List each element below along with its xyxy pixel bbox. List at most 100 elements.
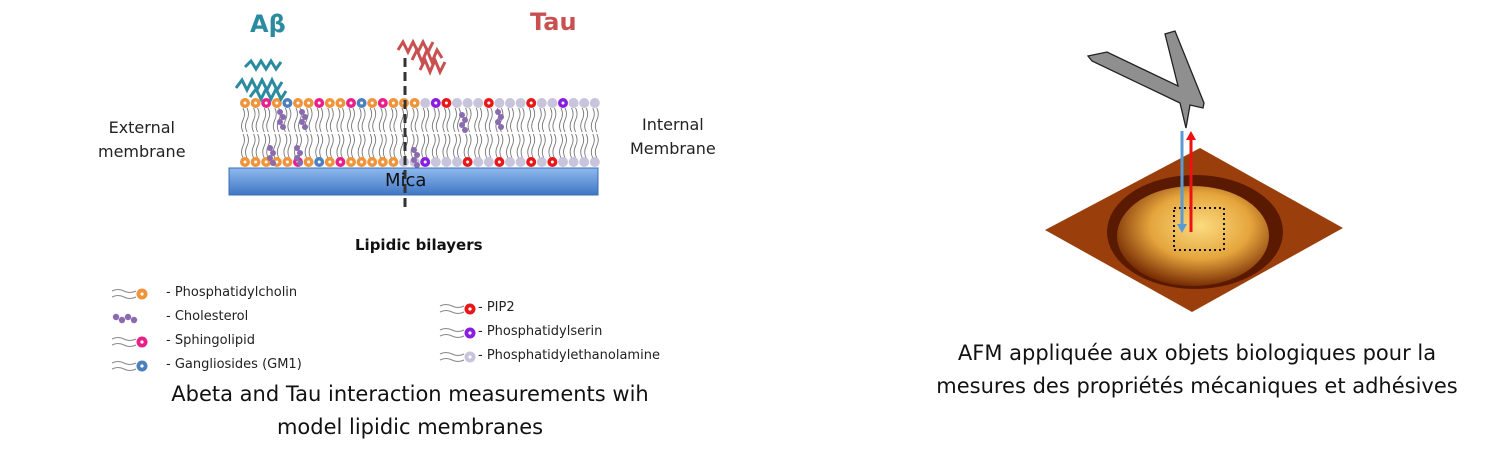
cholesterol	[411, 147, 420, 168]
lipid-head	[579, 157, 590, 167]
tau-protein	[396, 38, 447, 76]
lipid-head-center	[497, 160, 501, 164]
lipid-tail	[495, 133, 504, 159]
lipid-head-center	[413, 101, 417, 105]
legend-lipid-icon	[439, 351, 476, 363]
lipid-head-center	[338, 160, 342, 164]
lipid-tail	[315, 133, 324, 159]
lipid-tail	[262, 107, 271, 133]
lipid-tail	[410, 107, 419, 133]
lipid-head	[589, 157, 600, 167]
lipid-tail	[325, 133, 334, 159]
lipid-head-center	[296, 101, 300, 105]
legend-lipid-icon	[111, 288, 148, 300]
lipid-head-center	[434, 101, 438, 105]
lipid-head-center	[381, 160, 385, 164]
legend-label: - Phosphatidylethanolamine	[478, 348, 660, 363]
lipid-head-center	[275, 160, 279, 164]
lipid-head	[473, 157, 484, 167]
cholesterol	[294, 145, 303, 166]
lipid-tail	[357, 107, 366, 133]
lipid-tail	[474, 107, 483, 133]
mica-substrate	[228, 167, 599, 196]
lipid-tail	[378, 133, 387, 159]
lipid-head	[505, 98, 515, 108]
lipid-head	[579, 98, 590, 108]
lipid-tail	[378, 107, 387, 133]
lipid-tail	[442, 133, 451, 159]
lipid-head	[547, 98, 558, 108]
legend-lipid-icon	[439, 303, 476, 315]
label-line: membrane	[98, 142, 186, 161]
legend-label: - Sphingolipid	[166, 333, 255, 348]
lipid-head-center	[529, 101, 533, 105]
lipid-head-center	[307, 160, 311, 164]
lipid-tail	[590, 107, 599, 133]
lipid-head-center	[370, 160, 374, 164]
approach-arrow-head	[1177, 224, 1187, 233]
lipid-tail	[421, 107, 430, 133]
lipid-head	[568, 157, 579, 167]
lipid-head-center	[317, 160, 321, 164]
lipid-head-center	[349, 160, 353, 164]
lipid-head	[430, 157, 441, 167]
lipid-tail	[241, 107, 249, 133]
lipid-head	[494, 98, 505, 108]
lipid-tail	[431, 133, 440, 159]
legend-label: - Cholesterol	[166, 309, 249, 324]
lipid-tail	[506, 107, 514, 133]
caption-line: Abeta and Tau interaction measurements w…	[171, 382, 649, 406]
lipid-tail	[463, 133, 472, 159]
lipid-bilayer-diagram	[240, 98, 600, 168]
lipid-tail	[559, 107, 567, 133]
lipid-head	[452, 157, 462, 167]
lipid-head-center	[561, 101, 565, 105]
lipid-head-center	[328, 101, 332, 105]
right-caption: AFM appliquée aux objets biologiques pou…	[890, 337, 1504, 403]
lipid-tail	[474, 133, 483, 159]
label-line: Membrane	[630, 139, 716, 158]
lipid-tail	[251, 133, 260, 159]
lipid-tail	[516, 133, 525, 159]
lipid-tail	[431, 107, 440, 133]
lipid-tail	[368, 133, 377, 159]
lipid-head-center	[264, 101, 268, 105]
caption-line: AFM appliquée aux objets biologiques pou…	[957, 341, 1437, 365]
abeta-label: Aβ	[250, 10, 286, 38]
lipid-tail	[421, 133, 430, 159]
legend-label: - Phosphatidylserin	[478, 324, 603, 339]
cholesterol	[267, 145, 276, 166]
lipid-head	[515, 157, 526, 167]
legend-lipid-icon	[112, 313, 138, 324]
retract-arrow-head	[1186, 131, 1196, 140]
lipid-tail	[580, 133, 589, 159]
lipid-head-center	[243, 160, 247, 164]
lipid-tail	[453, 133, 461, 159]
lipid-tail	[580, 107, 589, 133]
tau-label: Tau	[530, 8, 577, 36]
caption-line: model lipidic membranes	[276, 415, 544, 439]
lipid-head-center	[487, 101, 491, 105]
left-caption: Abeta and Tau interaction measurements w…	[110, 378, 710, 444]
lipid-head	[536, 157, 547, 167]
legend-label: - PIP2	[478, 300, 515, 315]
label-line: Internal	[642, 115, 704, 134]
lipid-head-center	[307, 101, 311, 105]
lipid-tail	[389, 107, 398, 133]
lipid-tail	[442, 107, 451, 133]
lipid-tail	[506, 133, 514, 159]
lipid-head-center	[285, 160, 289, 164]
lipid-tail	[357, 133, 366, 159]
lipid-tail	[569, 107, 578, 133]
lipid-head-center	[254, 101, 258, 105]
lipid-head-center	[444, 101, 448, 105]
lipid-tail	[325, 107, 334, 133]
mica-label: Mica	[385, 170, 427, 191]
lipid-head	[452, 98, 462, 108]
lipid-tail	[336, 133, 345, 159]
lipid-head-center	[264, 160, 268, 164]
lipid-head	[568, 98, 579, 108]
lipid-head-center	[338, 101, 342, 105]
afm-illustration	[1045, 30, 1343, 312]
